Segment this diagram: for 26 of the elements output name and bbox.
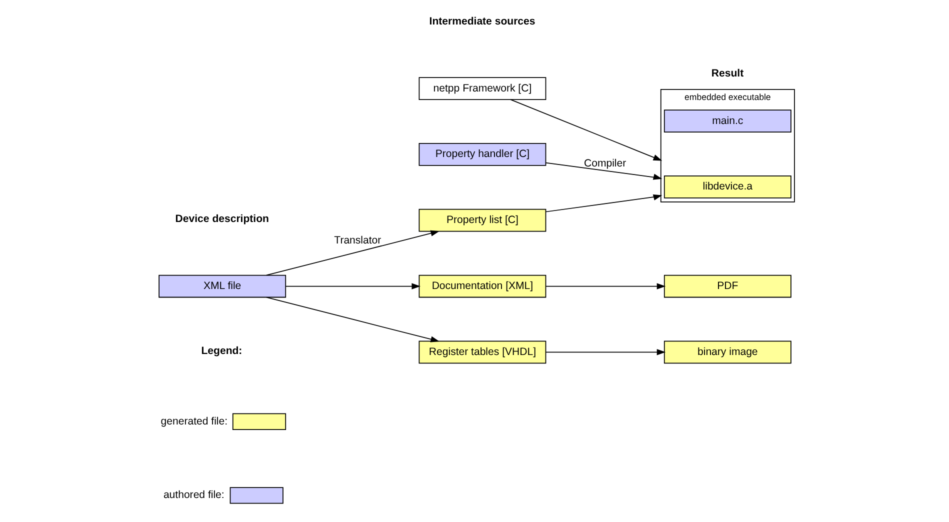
label: Legend:	[200, 345, 242, 358]
arrow	[545, 349, 666, 356]
arrow	[266, 230, 439, 276]
node-box: libdevice.a	[663, 176, 791, 198]
arrow	[266, 296, 439, 342]
node-box: Property handler [C]	[418, 143, 546, 166]
edge-label: Compiler	[583, 157, 626, 170]
node-box: Documentation [XML]	[418, 274, 546, 298]
node-box: main.c	[663, 110, 791, 132]
arrow	[510, 99, 662, 161]
node-box: Property list [C]	[418, 208, 546, 232]
legend-label: generated file:	[160, 415, 228, 428]
label: Device description	[174, 213, 268, 226]
node-box: XML file	[158, 274, 286, 298]
node-box: PDF	[663, 274, 791, 298]
legend-label: authored file:	[162, 489, 224, 502]
label: Intermediate sources	[428, 15, 535, 28]
arrow	[284, 283, 420, 290]
arrow	[545, 162, 662, 180]
arrow	[545, 194, 662, 212]
edge-label: Translator	[334, 234, 381, 247]
node-box: Register tables [VHDL]	[418, 340, 546, 364]
label: Result	[710, 67, 744, 80]
arrow	[545, 283, 666, 290]
node-box: netpp Framework [C]	[418, 77, 546, 100]
node-box: binary image	[663, 340, 791, 364]
